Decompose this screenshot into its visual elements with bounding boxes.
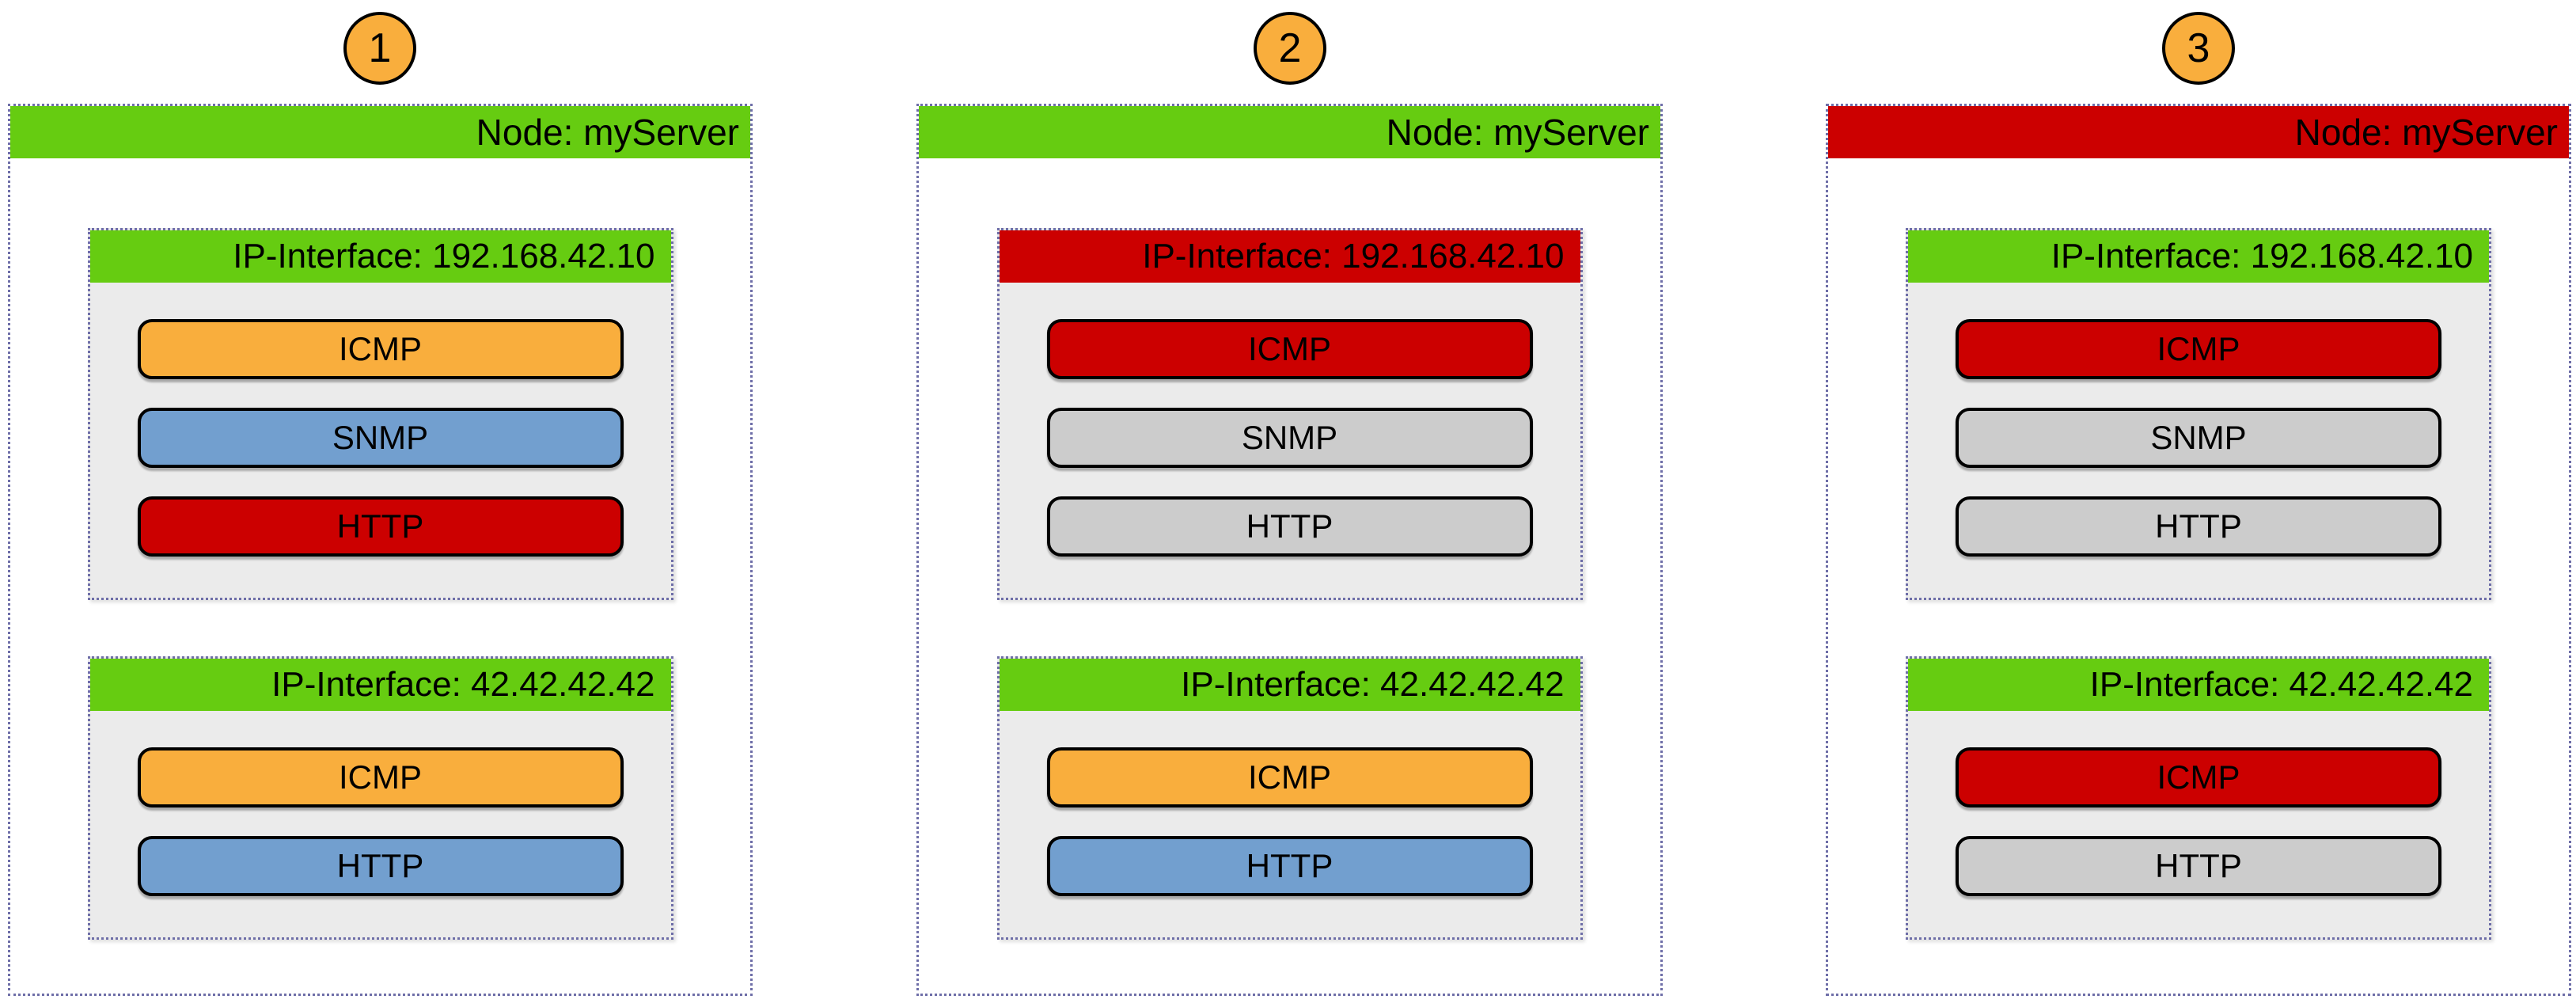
step-badge-3: 3 xyxy=(2162,12,2235,85)
node-panel-1: Node: myServer IP-Interface: 192.168.42.… xyxy=(8,104,753,996)
service-pill-snmp: SNMP xyxy=(1956,408,2441,468)
interface-box: IP-Interface: 42.42.42.42 ICMP HTTP xyxy=(87,656,673,940)
interface-body: ICMP HTTP xyxy=(1908,711,2489,937)
interface-box: IP-Interface: 192.168.42.10 ICMP SNMP HT… xyxy=(87,228,673,600)
interface-box: IP-Interface: 192.168.42.10 ICMP SNMP HT… xyxy=(1906,228,2491,600)
interface-body: ICMP HTTP xyxy=(1000,711,1580,937)
node-header: Node: myServer xyxy=(919,106,1660,158)
interface-header: IP-Interface: 192.168.42.10 xyxy=(89,230,671,283)
service-pill-http: HTTP xyxy=(137,496,624,557)
service-pill-snmp: SNMP xyxy=(1046,408,1533,468)
node-panel-3: Node: myServer IP-Interface: 192.168.42.… xyxy=(1826,104,2571,996)
interface-header: IP-Interface: 192.168.42.10 xyxy=(999,230,1580,283)
service-pill-snmp: SNMP xyxy=(137,408,624,468)
interface-header: IP-Interface: 42.42.42.42 xyxy=(89,659,671,711)
interface-body: ICMP SNMP HTTP xyxy=(1000,283,1580,598)
service-pill-http: HTTP xyxy=(1956,496,2441,557)
node-panel-2: Node: myServer IP-Interface: 192.168.42.… xyxy=(916,104,1663,996)
interface-body: ICMP SNMP HTTP xyxy=(90,283,671,598)
service-pill-http: HTTP xyxy=(1046,836,1533,896)
service-pill-icmp: ICMP xyxy=(1046,747,1533,808)
service-pill-icmp: ICMP xyxy=(137,319,624,379)
interface-header: IP-Interface: 42.42.42.42 xyxy=(1908,659,2489,711)
interface-box: IP-Interface: 42.42.42.42 ICMP HTTP xyxy=(996,656,1583,940)
service-pill-icmp: ICMP xyxy=(1956,747,2441,808)
service-pill-icmp: ICMP xyxy=(1956,319,2441,379)
step-badge-1: 1 xyxy=(343,12,416,85)
interface-box: IP-Interface: 192.168.42.10 ICMP SNMP HT… xyxy=(996,228,1583,600)
node-header: Node: myServer xyxy=(10,106,750,158)
interface-box: IP-Interface: 42.42.42.42 ICMP HTTP xyxy=(1906,656,2491,940)
step-badge-2: 2 xyxy=(1254,12,1326,85)
interface-body: ICMP HTTP xyxy=(90,711,671,937)
interface-body: ICMP SNMP HTTP xyxy=(1908,283,2489,598)
service-pill-http: HTTP xyxy=(1956,836,2441,896)
service-pill-icmp: ICMP xyxy=(1046,319,1533,379)
interface-header: IP-Interface: 192.168.42.10 xyxy=(1908,230,2489,283)
service-pill-icmp: ICMP xyxy=(137,747,624,808)
node-header: Node: myServer xyxy=(1828,106,2569,158)
service-pill-http: HTTP xyxy=(1046,496,1533,557)
interface-header: IP-Interface: 42.42.42.42 xyxy=(999,659,1580,711)
service-pill-http: HTTP xyxy=(137,836,624,896)
